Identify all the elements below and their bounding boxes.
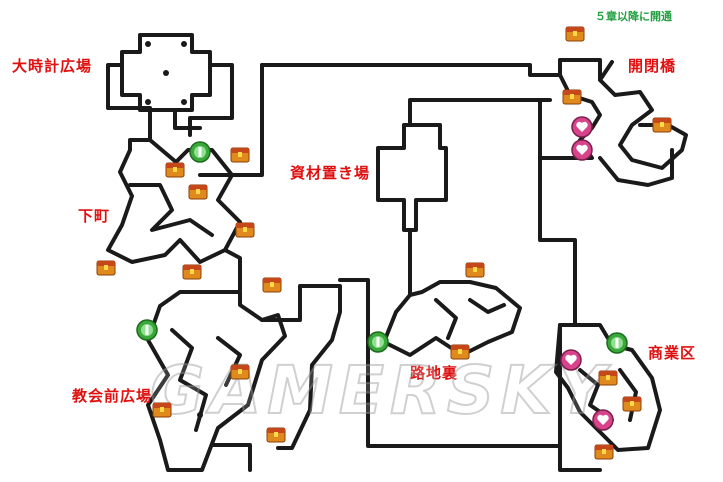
area-label-materials-yard: 資材置き場: [290, 164, 371, 182]
pink-heart-point-icon[interactable]: [571, 139, 593, 161]
pink-heart-point-icon[interactable]: [592, 409, 614, 431]
treasure-chest-icon[interactable]: [96, 260, 116, 276]
treasure-chest-icon[interactable]: [652, 117, 672, 133]
treasure-chest-icon[interactable]: [152, 402, 172, 418]
pink-heart-point-icon[interactable]: [571, 116, 593, 138]
note-opens-after-chapter5: ５章以降に開通: [595, 10, 672, 23]
treasure-chest-icon[interactable]: [598, 370, 618, 386]
treasure-chest-icon[interactable]: [262, 277, 282, 293]
plaza-pillars: [145, 41, 203, 418]
treasure-chest-icon[interactable]: [230, 364, 250, 380]
treasure-chest-icon[interactable]: [230, 147, 250, 163]
treasure-chest-icon[interactable]: [450, 344, 470, 360]
clock-plaza-room: [120, 33, 212, 112]
pink-heart-point-icon[interactable]: [560, 349, 582, 371]
watermark-text: GAMERSKY: [149, 351, 612, 430]
green-save-point-icon[interactable]: [606, 332, 628, 354]
church-plaza-room: [146, 290, 287, 472]
area-label-back-alley: 路地裏: [410, 364, 459, 382]
treasure-chest-icon[interactable]: [165, 162, 185, 178]
green-save-point-icon[interactable]: [189, 141, 211, 163]
treasure-chest-icon[interactable]: [622, 396, 642, 412]
treasure-chest-icon[interactable]: [182, 264, 202, 280]
treasure-chest-icon[interactable]: [266, 427, 286, 443]
treasure-chest-icon[interactable]: [465, 262, 485, 278]
green-save-point-icon[interactable]: [367, 331, 389, 353]
treasure-chest-icon[interactable]: [188, 184, 208, 200]
treasure-chest-icon[interactable]: [594, 444, 614, 460]
area-label-shitamachi: 下町: [78, 207, 111, 225]
treasure-chest-icon[interactable]: [235, 222, 255, 238]
treasure-chest-icon[interactable]: [565, 26, 585, 42]
area-label-church-plaza: 教会前広場: [72, 387, 153, 405]
green-save-point-icon[interactable]: [136, 319, 158, 341]
area-label-clock-plaza: 大時計広場: [12, 57, 93, 75]
treasure-chest-icon[interactable]: [562, 89, 582, 105]
area-label-commercial-district: 商業区: [648, 344, 697, 362]
area-label-bascule-bridge: 開閉橋: [628, 57, 677, 75]
